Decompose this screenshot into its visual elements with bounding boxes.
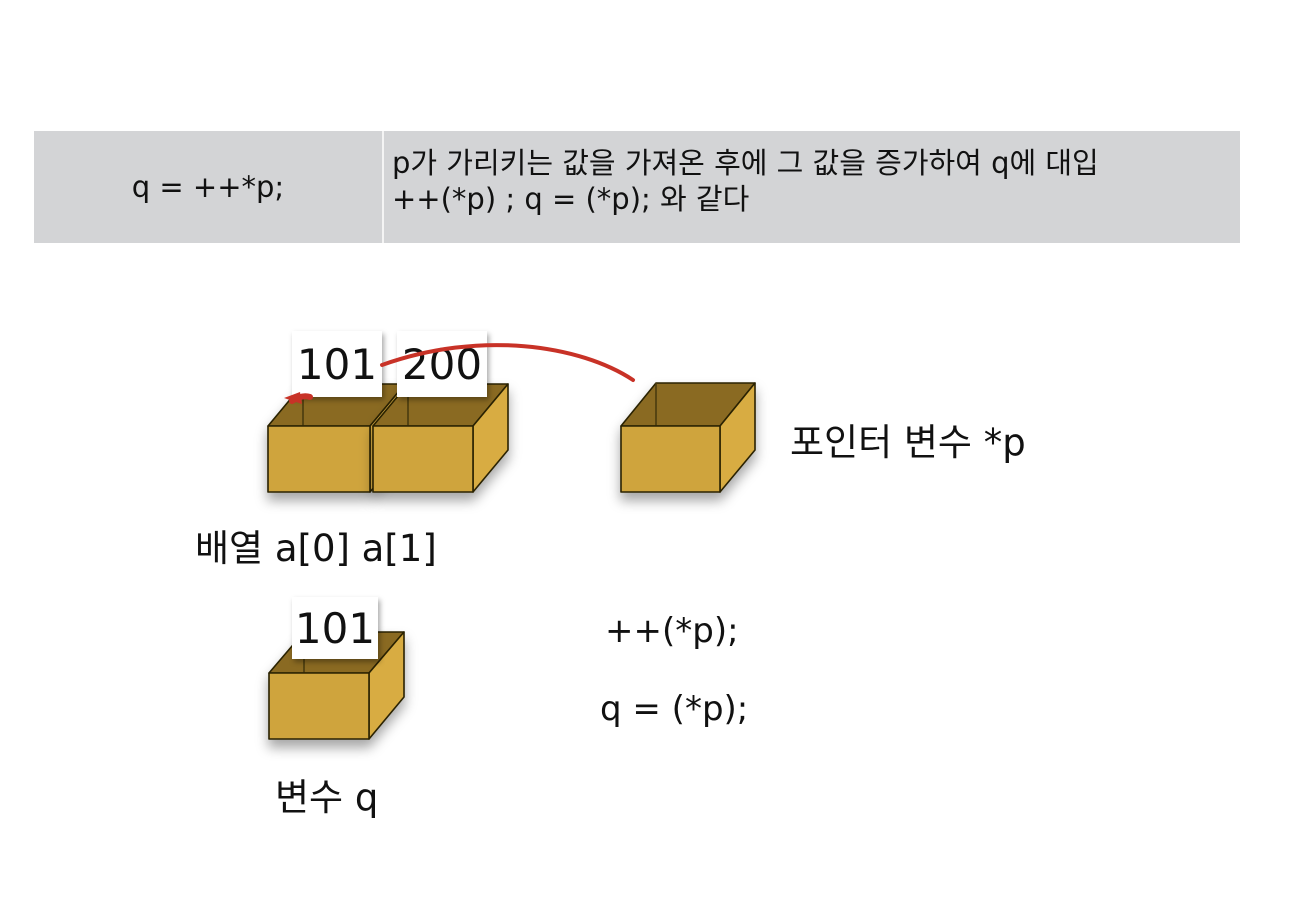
expression-cell: q = ++*p; xyxy=(34,131,384,243)
value-card-a1: 200 xyxy=(397,331,487,397)
description-line-2: ++(*p) ; q = (*p); 와 같다 xyxy=(392,182,750,216)
code-line-2: q = (*p); xyxy=(600,689,749,729)
pointer-box xyxy=(620,382,756,493)
array-label: 배열 a[0] a[1] xyxy=(195,527,437,570)
pointer-arrow xyxy=(284,343,635,404)
description-cell: p가 가리키는 값을 가져온 후에 그 값을 증가하여 q에 대입 ++(*p)… xyxy=(384,131,1240,243)
pointer-label: 포인터 변수 *p xyxy=(790,421,1026,464)
description-table: q = ++*p; p가 가리키는 값을 가져온 후에 그 값을 증가하여 q에… xyxy=(34,131,1240,243)
value-card-q: 101 xyxy=(292,597,378,659)
code-line-1: ++(*p); xyxy=(605,611,739,651)
value-card-a0: 101 xyxy=(292,331,382,397)
variable-q-label: 변수 q xyxy=(275,776,379,819)
description-line-1: p가 가리키는 값을 가져온 후에 그 값을 증가하여 q에 대입 xyxy=(392,146,1099,180)
